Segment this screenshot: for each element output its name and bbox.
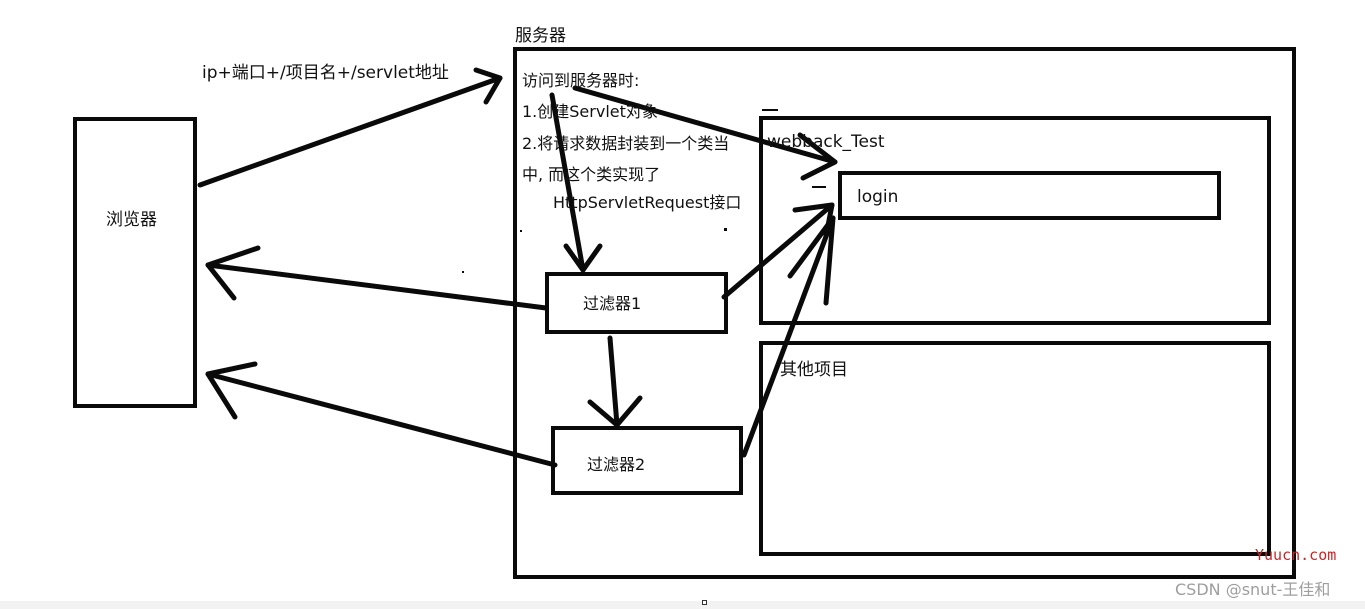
filter2-box <box>551 426 743 495</box>
filter1-box <box>545 272 728 334</box>
bottom-marker <box>702 600 707 605</box>
note-line-1: 访问到服务器时: <box>522 71 640 90</box>
arrow-filter1-to-filter2-head <box>587 395 643 428</box>
arrow-notes-to-webback-head <box>797 132 838 181</box>
arrow-filter1-to-browser-head <box>205 245 261 301</box>
arrow-filter2-to-login-head <box>787 215 836 306</box>
arrow-filter2-to-browser-head <box>205 361 258 420</box>
site-watermark: Yuucn.com <box>1255 546 1337 564</box>
note-line-3: 2.将请求数据封装到一个类当 <box>522 134 730 153</box>
arrow-filter1-to-browser <box>205 262 549 311</box>
browser-box <box>73 117 197 408</box>
arrow-filter1-to-filter2 <box>607 335 620 428</box>
arrow-filter2-to-login <box>741 215 836 458</box>
note-line-2: 1.创建Servlet对象 <box>522 102 658 121</box>
other-projects-box <box>759 341 1271 556</box>
other-projects-label: 其他项目 <box>780 360 848 380</box>
arrow-request-head <box>473 67 503 105</box>
arrow-notes-to-webback <box>572 85 838 165</box>
arrow-filter1-to-login <box>721 202 835 300</box>
server-box <box>513 47 1296 579</box>
login-label: login <box>857 187 899 207</box>
filter2-label: 过滤器2 <box>587 455 646 474</box>
note-line-5: HttpServletRequest接口 <box>553 193 742 212</box>
webback-project-box <box>759 116 1271 325</box>
arrow-notes-to-filter1-head <box>563 243 603 273</box>
arrow-notes-to-filter1 <box>549 92 586 273</box>
browser-label: 浏览器 <box>106 210 157 230</box>
arrow-request <box>197 75 503 188</box>
request-edge-label: ip+端口+/项目名+/servlet地址 <box>202 63 449 83</box>
webback-project-label: webback_Test <box>767 132 885 152</box>
login-box <box>838 171 1221 220</box>
server-label: 服务器 <box>515 26 566 46</box>
stray-marks <box>462 109 826 273</box>
note-line-4: 中, 而这个类实现了 <box>522 165 661 184</box>
arrow-filter2-to-browser <box>205 371 558 468</box>
filter1-label: 过滤器1 <box>583 294 642 313</box>
author-watermark: CSDN @snut-王佳和 <box>1175 580 1331 599</box>
bottom-strip <box>0 601 1365 609</box>
